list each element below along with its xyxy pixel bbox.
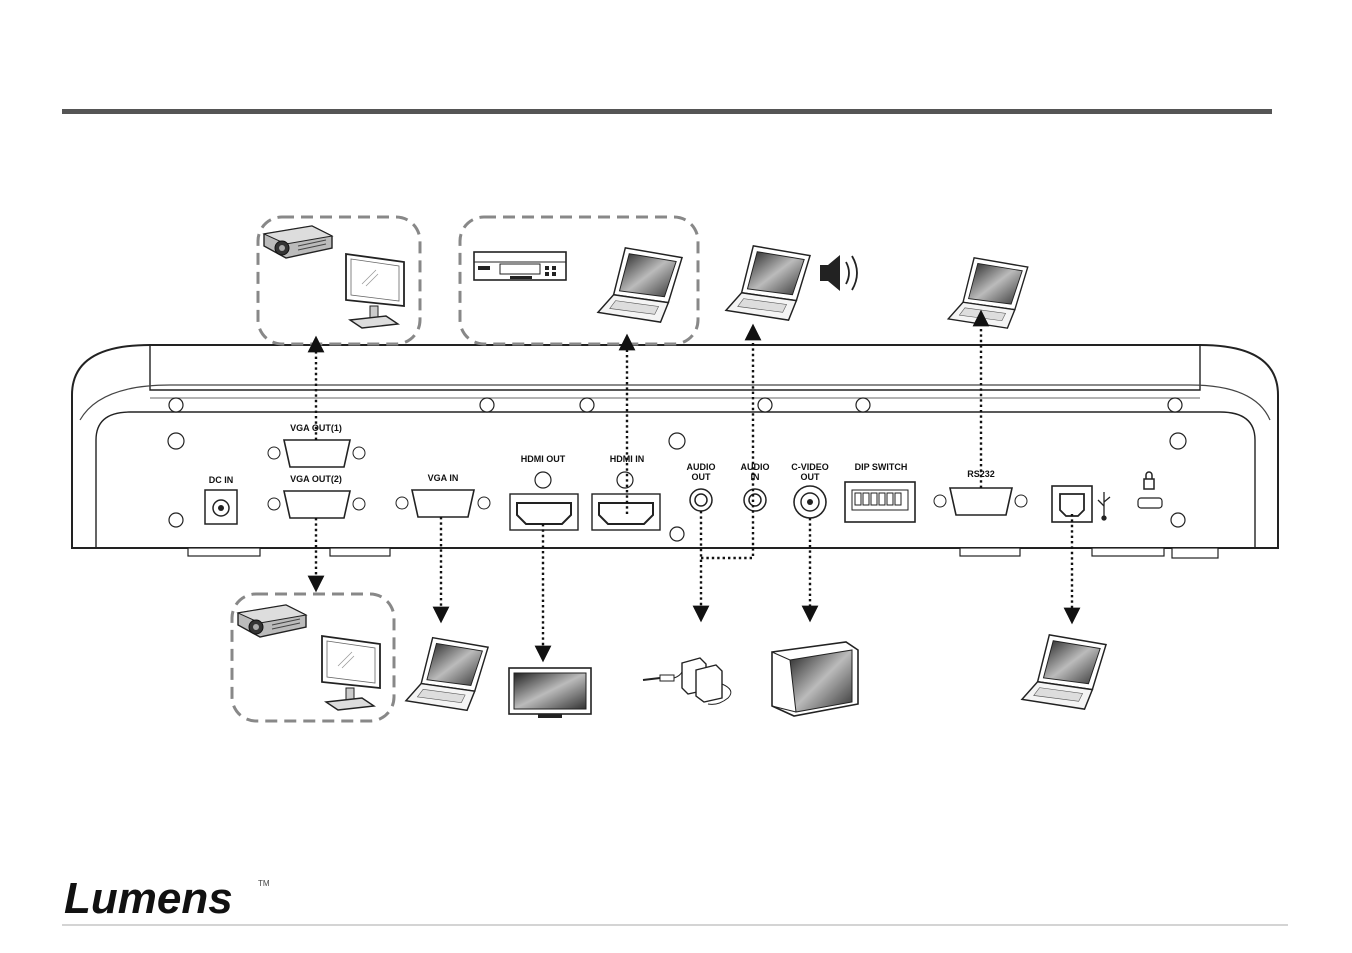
usb-icon xyxy=(1097,492,1111,521)
projector-icon xyxy=(237,604,307,638)
header-rule xyxy=(62,109,1272,114)
usb-port xyxy=(1051,485,1093,523)
lock-icon xyxy=(1137,471,1163,509)
tv-icon xyxy=(508,667,592,718)
audio-in-label-line2: IN xyxy=(751,472,760,482)
rs232-port xyxy=(933,487,1028,516)
c-video-label-line2: OUT xyxy=(801,472,821,482)
c-video-out-jack xyxy=(793,485,827,519)
projector-icon xyxy=(263,225,333,259)
audio-out-label-line2: OUT xyxy=(692,472,712,482)
audio-in-jack xyxy=(743,488,767,512)
document-camera-rear-panel xyxy=(71,344,1279,559)
laptop-icon xyxy=(405,636,489,712)
rs232-label: RS232 xyxy=(967,469,995,479)
dc-in-port xyxy=(204,489,238,525)
hdmi-in-source-group xyxy=(458,215,700,346)
hdmi-out-label: HDMI OUT xyxy=(521,454,566,464)
vga-out2-label: VGA OUT(2) xyxy=(290,474,342,484)
audio-out-label-line1: AUDIO xyxy=(687,462,716,472)
crt-tv-icon xyxy=(771,641,859,717)
vga-out1-port xyxy=(267,439,366,468)
audio-out-jack xyxy=(689,488,713,512)
speaker-icon xyxy=(820,255,858,291)
audio-in-connection xyxy=(701,323,762,560)
dvd-player-icon xyxy=(473,251,567,281)
laptop-icon xyxy=(947,257,1029,329)
dip-switch-label: DIP SWITCH xyxy=(855,462,908,472)
vga-in-label: VGA IN xyxy=(428,473,459,483)
audio-in-label-line1: AUDIO xyxy=(741,462,770,472)
vga-out2-device-group xyxy=(230,592,396,723)
lumens-logo: Lumens xyxy=(64,874,233,923)
trademark-mark: TM xyxy=(258,879,270,888)
dip-switch xyxy=(844,481,916,523)
vga-out1-device-group xyxy=(256,215,422,346)
monitor-icon xyxy=(321,635,381,711)
monitor-icon xyxy=(345,253,405,329)
laptop-icon xyxy=(597,247,683,323)
dc-in-label: DC IN xyxy=(209,475,234,485)
connection-lines xyxy=(307,309,1081,663)
c-video-label-line1: C-VIDEO xyxy=(791,462,829,472)
laptop-icon xyxy=(725,245,811,321)
vga-out2-port xyxy=(267,490,366,519)
audio-speakers-icon xyxy=(642,657,732,705)
hdmi-out-port xyxy=(509,471,579,531)
laptop-icon xyxy=(1021,634,1107,710)
vga-in-port xyxy=(395,489,491,518)
